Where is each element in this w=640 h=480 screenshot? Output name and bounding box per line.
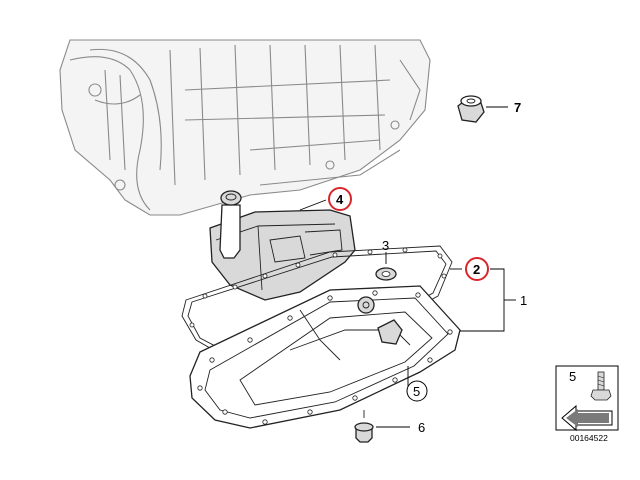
leader-lines (299, 106, 516, 428)
direction-arrow-icon (561, 404, 613, 432)
callout-1-label: 1 (520, 293, 527, 308)
callout-2-label: 2 (473, 262, 480, 277)
callout-1[interactable]: 1 (520, 293, 527, 308)
pan-bolt-holes (197, 290, 453, 425)
callout-7-label: 7 (514, 100, 521, 115)
callout-6-label: 6 (418, 420, 425, 435)
bolt-icon (590, 371, 612, 401)
callout-5-circle (406, 380, 428, 402)
drain-plug (354, 410, 374, 443)
callout-3[interactable]: 3 (382, 238, 389, 253)
callout-3-label: 3 (382, 238, 389, 253)
catalog-id: 00164522 (570, 433, 608, 443)
sealing-ring (375, 267, 397, 281)
callout-2-highlight (465, 257, 489, 281)
callout-5[interactable]: 5 (406, 380, 428, 402)
callout-4-highlight (328, 187, 352, 211)
legend-box: 5 (555, 365, 619, 432)
oil-pan (189, 285, 461, 429)
callout-7[interactable]: 7 (514, 100, 521, 115)
callout-6[interactable]: 6 (418, 420, 425, 435)
filler-plug (457, 95, 485, 123)
transmission-housing (59, 39, 431, 216)
callout-2[interactable]: 2 (465, 257, 489, 281)
callout-5-label: 5 (413, 384, 420, 399)
callout-4-label: 4 (336, 192, 344, 207)
callout-4[interactable]: 4 (328, 187, 352, 211)
legend-part-number: 5 (569, 369, 576, 384)
oil-filter (209, 190, 356, 301)
